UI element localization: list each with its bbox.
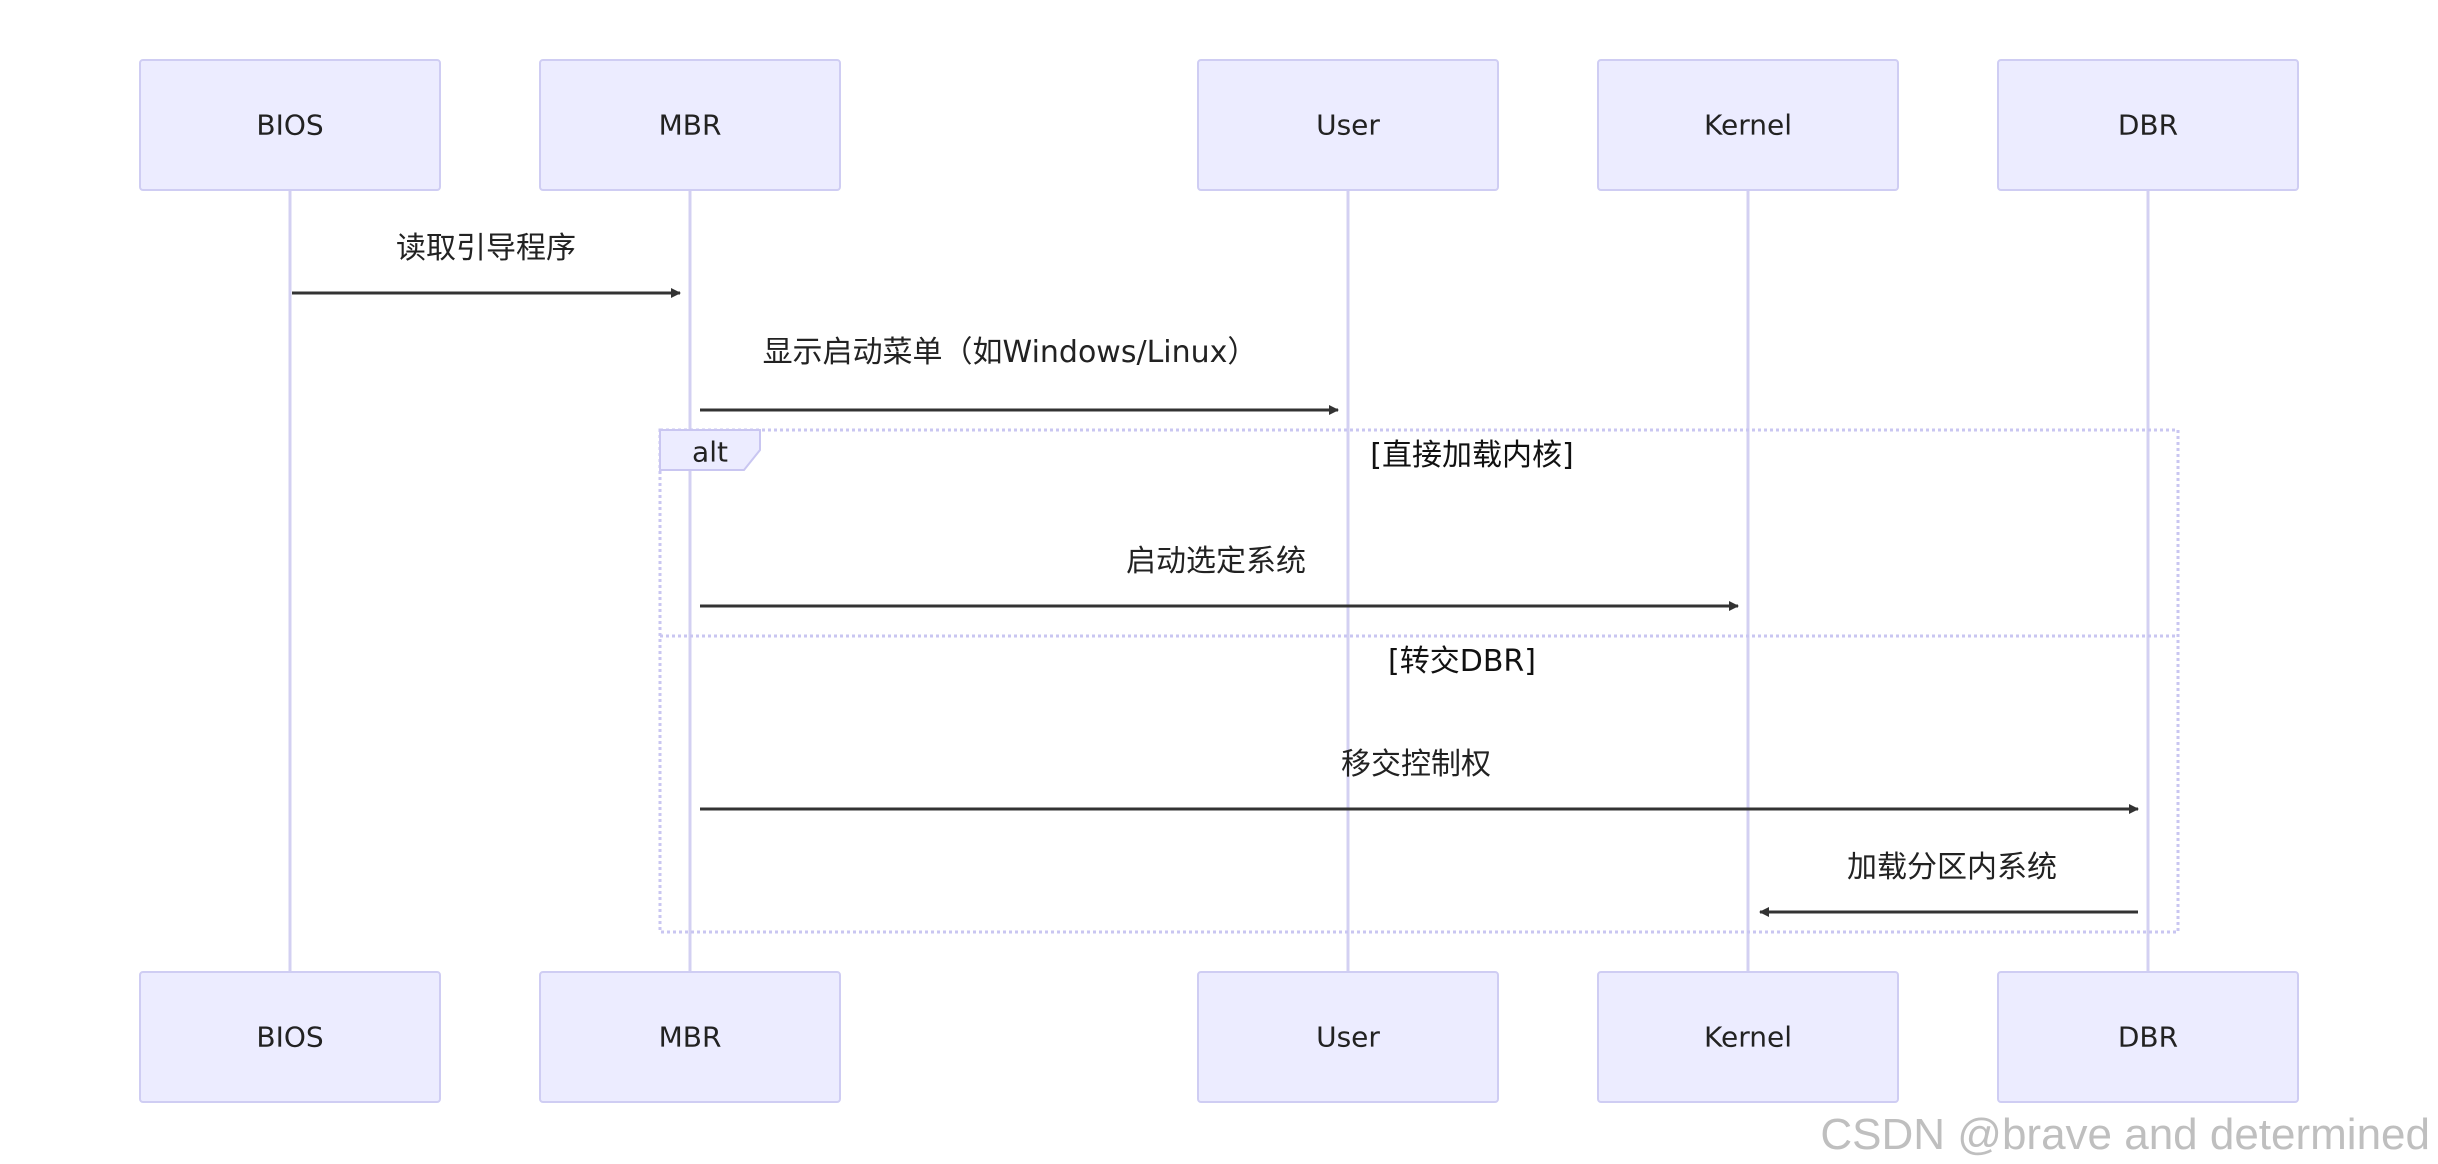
message-3-label: 启动选定系统 [1126, 544, 1306, 579]
actor-user-top-label: User [1316, 109, 1380, 142]
alt-branch-2-condition: [转交DBR] [1388, 644, 1536, 679]
actor-mbr-bottom-label: MBR [659, 1021, 722, 1054]
actor-kernel-bottom [1597, 971, 1899, 1103]
message-2-label: 显示启动菜单（如Windows/Linux） [763, 335, 1258, 370]
actor-mbr-top [539, 59, 841, 191]
lifelines [288, 190, 2150, 972]
alt-branch-1-condition: [直接加载内核] [1370, 438, 1573, 473]
actor-dbr-bottom [1997, 971, 2299, 1103]
actor-bios-bottom-label: BIOS [256, 1021, 323, 1054]
message-4-label: 移交控制权 [1341, 747, 1491, 782]
actor-bios-top [139, 59, 441, 191]
actor-mbr-top-label: MBR [659, 109, 722, 142]
alt-frame: alt [直接加载内核] [转交DBR] [658, 428, 2180, 934]
alt-frame-tag [659, 429, 761, 471]
watermark: CSDN @brave and determined [1820, 1110, 2430, 1159]
alt-frame-tag-label: alt [692, 436, 728, 469]
actor-bios-top-label: BIOS [256, 109, 323, 142]
message-5-label: 加载分区内系统 [1847, 850, 2057, 885]
actor-mbr-bottom [539, 971, 841, 1103]
actor-kernel-top-label: Kernel [1704, 109, 1792, 142]
alt-frame-border [658, 428, 2180, 934]
actor-user-bottom-label: User [1316, 1021, 1380, 1054]
actors-top: BIOS MBR User Kernel DBR [139, 59, 2299, 191]
actor-user-bottom [1197, 971, 1499, 1103]
actor-user-top [1197, 59, 1499, 191]
actor-kernel-bottom-label: Kernel [1704, 1021, 1792, 1054]
actor-bios-bottom [139, 971, 441, 1103]
actors-bottom: BIOS MBR User Kernel DBR [139, 971, 2299, 1103]
actor-dbr-top-label: DBR [2118, 109, 2178, 142]
message-1-label: 读取引导程序 [396, 231, 576, 266]
messages: 读取引导程序 显示启动菜单（如Windows/Linux） 启动选定系统 移交控… [292, 231, 2139, 917]
actor-dbr-bottom-label: DBR [2118, 1021, 2178, 1054]
actor-kernel-top [1597, 59, 1899, 191]
actor-dbr-top [1997, 59, 2299, 191]
